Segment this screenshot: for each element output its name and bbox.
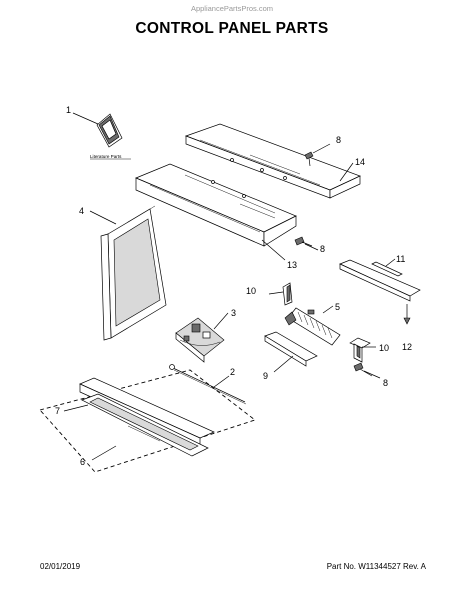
literature-parts-label: Literature Parts <box>90 154 122 159</box>
screw-part-top <box>304 143 331 167</box>
retaining-clip-part-lower <box>349 337 376 363</box>
callout-9: 9 <box>263 371 268 381</box>
wire-harness-part <box>169 364 247 405</box>
bracket-12-pointer <box>403 304 411 325</box>
heater-part <box>284 305 341 346</box>
footer-part-number: Part No. W11344527 Rev. A <box>326 562 426 571</box>
callout-14: 14 <box>355 157 365 167</box>
control-panel-frame-part <box>63 393 209 461</box>
callout-1: 1 <box>66 105 71 115</box>
glass-panel-part <box>79 377 215 447</box>
callout-5: 5 <box>335 302 340 312</box>
callout-2: 2 <box>230 367 235 377</box>
callout-12: 12 <box>402 342 412 352</box>
callout-3: 3 <box>231 308 236 318</box>
callout-7: 7 <box>55 406 60 416</box>
retaining-clip-part-upper <box>268 282 293 306</box>
literature-booklet-part: Literature Parts <box>72 112 131 160</box>
callout-13: 13 <box>287 260 297 270</box>
lower-top-panel-part <box>135 163 297 261</box>
callout-8-middle: 8 <box>320 244 325 254</box>
callout-8-lower: 8 <box>383 378 388 388</box>
callout-11: 11 <box>396 254 405 264</box>
control-panel-board-part <box>89 205 167 341</box>
mounting-bracket-part <box>264 331 318 373</box>
watermark-text: AppliancePartsPros.com <box>190 4 274 13</box>
rail-bracket-part <box>339 258 421 302</box>
footer-date: 02/01/2019 <box>40 562 81 571</box>
callout-6: 6 <box>80 457 85 467</box>
control-board-part <box>175 312 229 363</box>
callout-10-upper: 10 <box>246 286 256 296</box>
page-title: CONTROL PANEL PARTS <box>135 20 329 37</box>
callout-10-lower: 10 <box>379 343 389 353</box>
callout-4: 4 <box>79 206 84 216</box>
screw-part-lower <box>353 362 381 379</box>
callout-8-top: 8 <box>336 135 341 145</box>
upper-top-panel-part <box>184 123 361 199</box>
screw-part-middle <box>294 236 319 251</box>
